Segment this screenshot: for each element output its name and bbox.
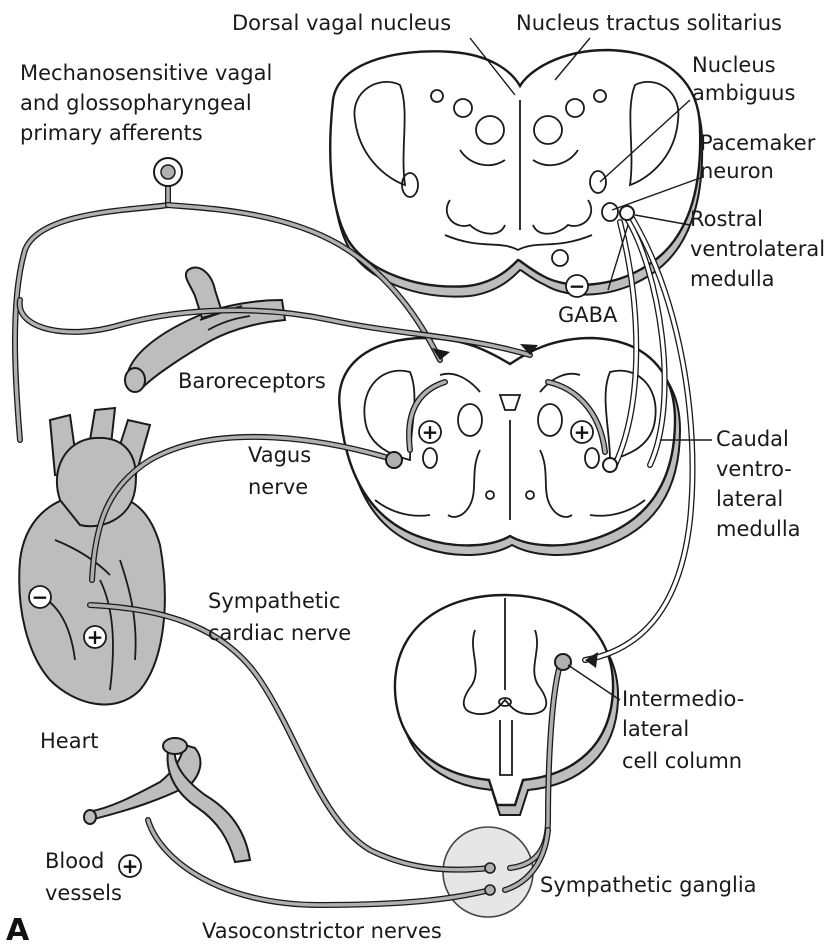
- label-caudal-4: medulla: [716, 517, 801, 541]
- sign-minus-heart: −: [29, 585, 51, 609]
- label-dorsal-vagal-nucleus: Dorsal vagal nucleus: [232, 11, 451, 35]
- label-mechanosensitive-2: and glossopharyngeal: [20, 91, 252, 115]
- label-mechanosensitive-1: Mechanosensitive vagal: [20, 61, 272, 85]
- label-caudal-1: Caudal: [716, 427, 789, 451]
- label-sympathetic-cardiac-2: cardiac nerve: [208, 621, 351, 645]
- sign-plus-blood-vessels: +: [119, 854, 141, 878]
- svg-text:+: +: [422, 420, 439, 444]
- label-caudal-3: lateral: [716, 487, 783, 511]
- label-pacemaker-2: neuron: [700, 159, 774, 183]
- sign-plus-heart: +: [84, 625, 106, 649]
- svg-text:+: +: [574, 420, 591, 444]
- sign-plus-cvlm-left: +: [419, 420, 441, 444]
- blood-vessels-illustration: [84, 738, 250, 862]
- label-rostral-1: Rostral: [690, 207, 763, 231]
- label-nucleus-ambiguus-1: Nucleus: [692, 53, 776, 77]
- label-vagus-1: Vagus: [248, 443, 311, 467]
- label-caudal-2: ventro-: [716, 457, 792, 481]
- label-intermediolateral-2: lateral: [622, 717, 689, 741]
- label-vagus-2: nerve: [248, 475, 308, 499]
- svg-text:−: −: [569, 274, 586, 298]
- label-rostral-3: medulla: [690, 267, 775, 291]
- label-baroreceptors: Baroreceptors: [178, 369, 326, 393]
- label-blood-2: vessels: [45, 881, 122, 905]
- label-pacemaker-1: Pacemaker: [700, 131, 816, 155]
- label-heart: Heart: [40, 729, 98, 753]
- svg-text:+: +: [87, 625, 104, 649]
- figure-letter: A: [6, 913, 30, 947]
- sign-minus-gaba: −: [566, 274, 588, 298]
- label-gaba: GABA: [558, 303, 618, 327]
- label-nucleus-ambiguus-2: ambiguus: [692, 81, 795, 105]
- label-sympathetic-cardiac-1: Sympathetic: [208, 589, 341, 613]
- label-mechanosensitive-3: primary afferents: [20, 121, 203, 145]
- label-blood-1: Blood: [45, 849, 104, 873]
- sign-plus-cvlm-right: +: [571, 420, 593, 444]
- label-intermediolateral-3: cell column: [622, 749, 742, 773]
- svg-text:−: −: [32, 585, 49, 609]
- svg-text:+: +: [122, 854, 139, 878]
- label-nucleus-tractus-solitarius: Nucleus tractus solitarius: [516, 11, 782, 35]
- label-sympathetic-ganglia: Sympathetic ganglia: [540, 873, 757, 897]
- spinal-cord-section: [395, 595, 618, 815]
- caudal-medulla-section: [339, 338, 680, 555]
- label-intermediolateral-1: Intermedio-: [622, 687, 744, 711]
- label-vasoconstrictor-nerves: Vasoconstrictor nerves: [202, 919, 442, 943]
- label-rostral-2: ventrolateral: [690, 237, 825, 261]
